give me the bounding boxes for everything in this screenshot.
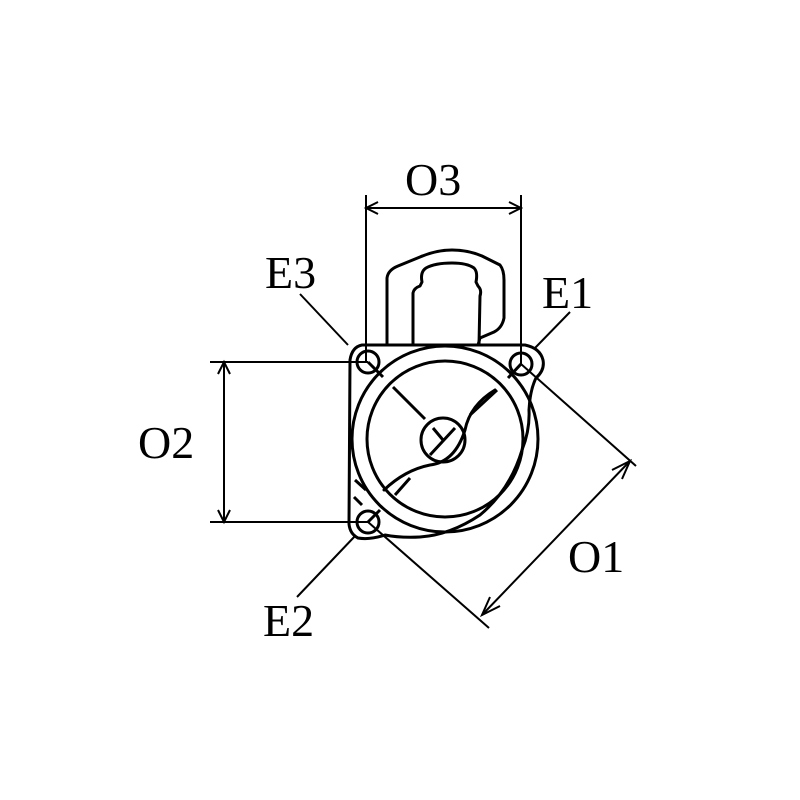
e2-leader <box>296 534 357 598</box>
o3-arrow-right <box>508 201 524 215</box>
terminal-housing <box>385 248 506 347</box>
e3-leader <box>299 293 349 346</box>
o2-arrow-bottom <box>217 509 231 525</box>
label-o1: O1 <box>568 531 624 582</box>
label-e3: E3 <box>265 247 316 298</box>
bore-inner-circle <box>365 359 525 519</box>
center-lines <box>352 360 523 524</box>
internal-curve <box>382 388 497 492</box>
o1-arrow-bottom <box>479 596 501 618</box>
bore-outer-circle <box>350 344 540 534</box>
label-o2: O2 <box>138 417 194 468</box>
label-e1: E1 <box>542 267 593 318</box>
o1-extension-bottom <box>367 521 490 629</box>
o3-arrow-left <box>363 201 379 215</box>
label-o3: O3 <box>405 154 461 205</box>
o2-arrow-top <box>217 359 231 375</box>
o1-arrow-top <box>611 458 633 480</box>
label-e2: E2 <box>263 595 314 646</box>
o1-dimension-line <box>481 460 631 616</box>
flange-outline <box>347 343 545 541</box>
terminal-inner <box>411 261 483 347</box>
o1-extension-top <box>520 363 637 467</box>
e1-leader <box>534 311 571 349</box>
